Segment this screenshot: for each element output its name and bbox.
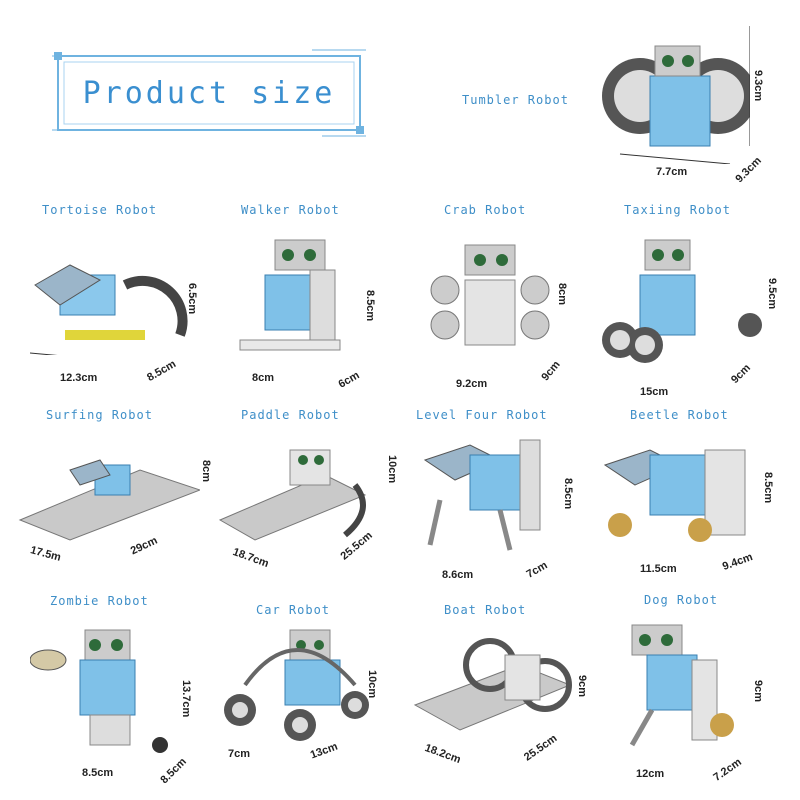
length-dim: 15cm	[640, 386, 669, 398]
robot-label: Car Robot	[256, 603, 331, 617]
width-dim: 8.5cm	[145, 358, 179, 384]
length-dim: 7.7cm	[656, 166, 688, 178]
width-dim: 6cm	[336, 369, 362, 391]
level-four-robot-image	[423, 439, 541, 551]
height-dim: 6.5cm	[186, 283, 198, 315]
walker-robot-image	[239, 239, 341, 351]
length-dim: 9.2cm	[456, 378, 488, 390]
taxiing-robot-image	[602, 239, 762, 363]
robot-label: Taxiing Robot	[624, 203, 731, 217]
robot-label: Boat Robot	[444, 603, 527, 617]
height-dim: 10cm	[366, 670, 378, 699]
width-dim: 7.2cm	[711, 756, 744, 784]
width-dim: 7cm	[524, 559, 550, 581]
robot-label: Tumbler Robot	[462, 93, 569, 107]
height-dim: 9cm	[576, 675, 588, 698]
robot-label: Beetle Robot	[630, 408, 729, 422]
robot-label: Zombie Robot	[50, 594, 149, 608]
length-dim: 12cm	[636, 768, 665, 780]
tumbler-robot-image	[602, 26, 750, 164]
height-dim: 13.7cm	[180, 680, 192, 718]
tortoise-robot-image	[30, 264, 188, 355]
robot-label: Dog Robot	[644, 593, 719, 607]
height-dim: 8cm	[556, 283, 568, 306]
robot-label: Walker Robot	[241, 203, 340, 217]
length-dim: 8.5cm	[82, 767, 114, 779]
length-dim: 8cm	[252, 372, 275, 384]
height-dim: 8.5cm	[562, 478, 574, 510]
page-title: Product size	[82, 75, 336, 111]
length-dim: 12.3cm	[60, 372, 98, 384]
robot-label: Paddle Robot	[241, 408, 340, 422]
height-dim: 9.3cm	[752, 70, 764, 102]
paddle-robot-image	[218, 449, 367, 541]
dog-robot-image	[629, 624, 734, 747]
height-dim: 9cm	[752, 680, 764, 703]
length-dim: 7cm	[228, 748, 251, 760]
surfing-robot-image	[18, 459, 200, 541]
robot-label: Level Four Robot	[416, 408, 548, 422]
length-dim: 11.5cm	[640, 563, 677, 575]
robot-label: Tortoise Robot	[42, 203, 158, 217]
robot-label: Surfing Robot	[46, 408, 153, 422]
height-dim: 9.5cm	[766, 278, 778, 310]
height-dim: 8.5cm	[762, 472, 774, 504]
beetle-robot-image	[603, 449, 746, 542]
car-robot-image	[224, 629, 369, 741]
height-dim: 10cm	[386, 455, 398, 484]
height-dim: 8cm	[200, 460, 212, 483]
banner-frame-icon	[52, 49, 366, 137]
zombie-robot-image	[30, 629, 168, 753]
length-dim: 18.2cm	[423, 741, 463, 767]
width-dim: 9.4cm	[720, 551, 755, 573]
crab-robot-image	[430, 244, 550, 346]
length-dim: 18.7cm	[231, 545, 271, 571]
product-size-banner: Product size	[52, 48, 366, 138]
robot-label: Crab Robot	[444, 203, 527, 217]
length-dim: 8.6cm	[442, 569, 474, 581]
boat-robot-image	[413, 638, 572, 731]
height-dim: 8.5cm	[364, 290, 376, 322]
width-dim: 8.5cm	[158, 755, 189, 787]
